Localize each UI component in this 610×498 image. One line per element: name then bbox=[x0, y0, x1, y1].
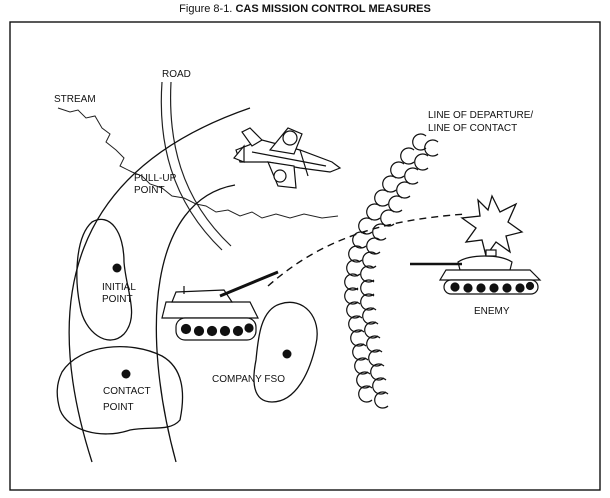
line-of-departure bbox=[344, 133, 439, 409]
contact-point-area bbox=[56, 346, 184, 435]
road-label: ROAD bbox=[162, 69, 191, 80]
explosion-icon bbox=[460, 194, 524, 258]
company-fso-area bbox=[253, 301, 318, 403]
road-edge-right bbox=[169, 81, 232, 247]
aircraft-icon bbox=[233, 127, 342, 189]
approach-arc-inner bbox=[155, 184, 236, 463]
company-fso-marker bbox=[282, 349, 292, 359]
initial-point-area bbox=[76, 218, 133, 341]
enemy-tank-icon bbox=[410, 249, 542, 295]
contact-point-label-line2: POINT bbox=[103, 402, 134, 413]
figure-title: Figure 8-1. CAS MISSION CONTROL MEASURES bbox=[0, 3, 610, 15]
pull-up-point-label-line1: PULL-UP bbox=[134, 173, 177, 184]
initial-point-marker bbox=[112, 263, 122, 273]
company-fso-label: COMPANY FSO bbox=[212, 374, 285, 385]
approach-arc-outer bbox=[68, 107, 251, 463]
contact-point-marker bbox=[121, 369, 131, 379]
figure-number: Figure 8-1. bbox=[179, 3, 233, 15]
stream-line bbox=[57, 107, 339, 219]
initial-point-label-line1: INITIAL bbox=[102, 282, 136, 293]
figure-title-text: CAS MISSION CONTROL MEASURES bbox=[235, 3, 431, 15]
line-of-departure-label-line2: LINE OF CONTACT bbox=[428, 123, 517, 134]
road-edge-left bbox=[160, 81, 223, 251]
initial-point-label-line2: POINT bbox=[102, 294, 133, 305]
stream-label: STREAM bbox=[54, 94, 96, 105]
enemy-label: ENEMY bbox=[474, 306, 510, 317]
howitzer-icon bbox=[161, 270, 279, 341]
line-of-departure-label-line1: LINE OF DEPARTURE/ bbox=[428, 110, 533, 121]
pull-up-point-label-line2: POINT bbox=[134, 185, 165, 196]
diagram-frame bbox=[9, 21, 601, 491]
artillery-trajectory bbox=[267, 213, 467, 287]
contact-point-label-line1: CONTACT bbox=[103, 386, 151, 397]
